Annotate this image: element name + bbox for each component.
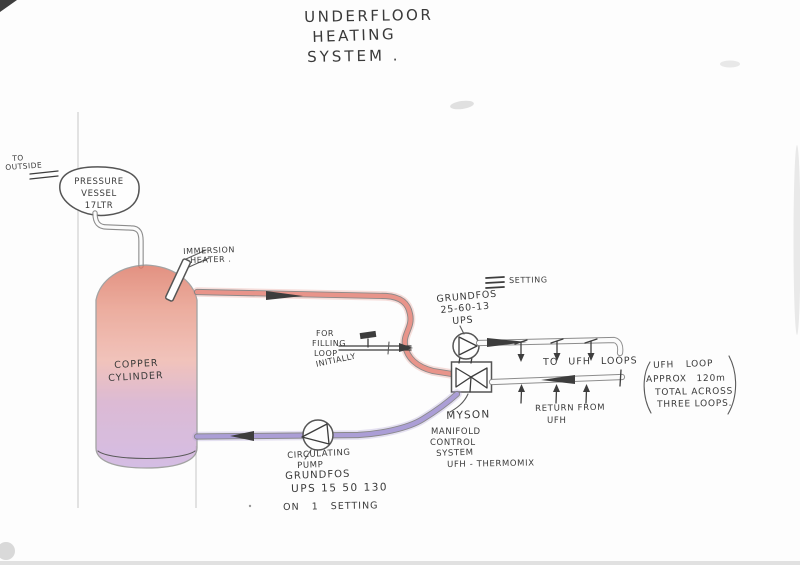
flow-direction-arrow-icon xyxy=(487,338,527,347)
scan-smudge xyxy=(450,100,474,110)
filling-loop-label: FOR xyxy=(316,329,334,338)
manifold-label: MANIFOLD xyxy=(431,427,481,437)
pump-top-label: UPS xyxy=(452,314,474,327)
circulating-pump-model-label: GRUNDFOS xyxy=(285,468,351,482)
filling-loop-arrow-icon xyxy=(399,343,413,352)
setting-label: SETTING xyxy=(509,275,548,285)
filling-valve-handle-icon xyxy=(359,330,377,340)
to-ufh-loops-label: TO UFH LOOPS xyxy=(543,355,638,368)
title-line-3: SYSTEM . xyxy=(307,46,401,66)
pressure-vessel-label: PRESSURE VESSEL 17LTR xyxy=(74,177,124,211)
to-outside-pipe xyxy=(29,175,59,180)
return-direction-arrow-icon xyxy=(541,375,575,384)
title-line-1: UNDERFLOOR xyxy=(304,5,434,26)
immersion-heater-label: HEATER . xyxy=(190,254,232,265)
pump-label-pointer xyxy=(304,449,312,460)
immersion-heater-pointer xyxy=(185,249,207,260)
scan-smudge xyxy=(793,145,800,335)
pump-icon xyxy=(452,332,480,360)
note-bubble-right-paren xyxy=(727,355,737,415)
circulating-pump-setting-label: ON 1 SETTING xyxy=(283,500,379,513)
flow-direction-arrow-icon xyxy=(266,291,303,300)
circulating-pump-model-label: UPS 15 50 130 xyxy=(291,481,389,495)
pump-label-pointer xyxy=(459,325,465,335)
manifold-label: SYSTEM xyxy=(436,447,474,459)
vessel-pipe xyxy=(95,213,141,266)
filling-loop-label: FILLING xyxy=(312,339,346,348)
manifold-label: MYSON xyxy=(446,408,491,422)
manifold-label: CONTROL xyxy=(430,438,476,448)
immersion-heater-pointer xyxy=(188,257,210,268)
pump-impeller-icon xyxy=(301,423,330,445)
scan-smudge xyxy=(720,60,740,68)
to-outside-pipe xyxy=(29,170,59,175)
setting-bars-icon xyxy=(485,276,505,279)
manifold-label-pointer xyxy=(449,393,469,413)
copper-cylinder-label: COPPER xyxy=(114,357,159,371)
return-from-ufh-label: RETURN FROM xyxy=(535,402,606,414)
note-bubble-line: UFH LOOP xyxy=(653,358,714,371)
manifold-label: UFH - THERMOMIX xyxy=(447,458,535,470)
scan-smudge xyxy=(0,542,15,560)
scan-corner-mark xyxy=(0,0,17,12)
filling-loop-tick xyxy=(387,341,390,355)
copper-cylinder-shape xyxy=(95,264,198,469)
note-bubble-line: TOTAL ACROSS xyxy=(655,386,734,398)
scan-edge-shadow xyxy=(0,561,800,565)
scan-speck xyxy=(248,504,252,508)
pump-impeller-icon xyxy=(458,336,478,356)
immersion-heater-element xyxy=(164,258,192,302)
return-pipe-end-tick xyxy=(619,369,622,387)
loop-tee-icons xyxy=(514,338,598,356)
return-arrow-icons xyxy=(520,389,588,404)
pressure-vessel-shape xyxy=(59,166,140,217)
note-bubble-line: APPROX 120m xyxy=(646,373,726,385)
mixing-valve-icon xyxy=(470,367,488,389)
title-line-2: HEATING xyxy=(312,25,397,46)
filling-loop-label: LOOP xyxy=(314,349,338,358)
note-bubble-left-paren xyxy=(643,361,652,414)
cylinder-bottom-seam xyxy=(97,450,196,459)
return-from-ufh-label: UFH xyxy=(547,416,567,426)
mixing-valve-icon xyxy=(455,367,472,388)
note-bubble-line: THREE LOOPS. xyxy=(657,398,733,410)
return-direction-arrow-icon xyxy=(230,431,254,441)
